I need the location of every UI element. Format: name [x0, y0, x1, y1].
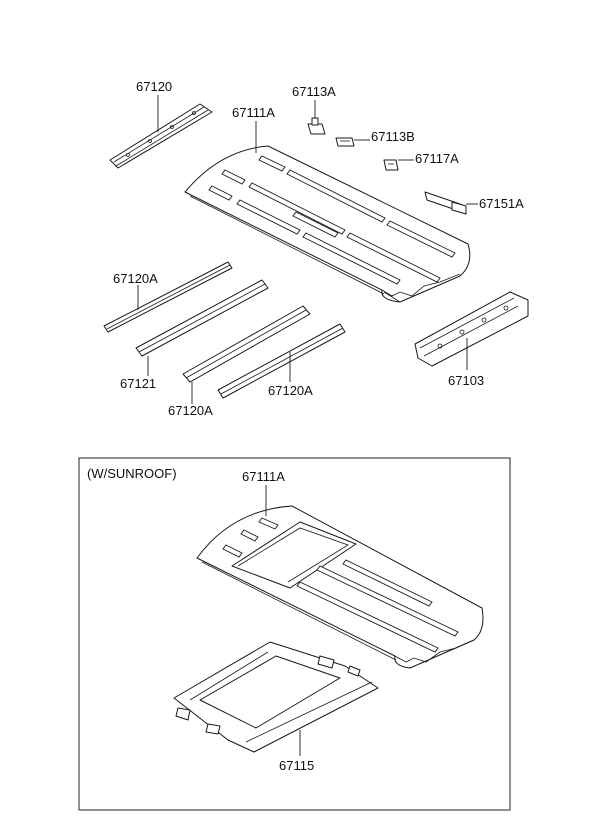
- roof-panel-slots: [208, 155, 456, 285]
- label-67121: 67121: [120, 376, 156, 391]
- sunroof-panel-slots: [222, 517, 459, 653]
- sunroof-frame-part: [173, 641, 379, 753]
- roof-panel-part: [184, 145, 471, 303]
- label-67120A-middle: 67120A: [168, 403, 213, 418]
- label-67117A: 67117A: [415, 151, 459, 166]
- roof-bow-67121-part: [135, 279, 269, 357]
- label-67111A-top: 67111A: [232, 105, 275, 120]
- front-roof-rail-part: [109, 103, 213, 169]
- label-67120A-left: 67120A: [113, 271, 158, 286]
- label-67120: 67120: [136, 79, 172, 94]
- label-67113B: 67113B: [371, 129, 415, 144]
- roof-bow-67120A-left-part: [103, 261, 233, 333]
- bracket-67151A-part: [424, 191, 467, 215]
- rear-roof-rail-part: [414, 291, 529, 367]
- roof-bow-67120A-middle-part: [182, 305, 311, 383]
- clip-67117A-part: [383, 159, 399, 171]
- sunroof-inset-title: (W/SUNROOF): [87, 466, 177, 481]
- label-67151A: 67151A: [479, 196, 524, 211]
- label-67120A-right: 67120A: [268, 383, 313, 398]
- label-67103: 67103: [448, 373, 484, 388]
- roof-panel-sunroof-part: [196, 505, 484, 669]
- clip-67113A-part: [307, 117, 326, 135]
- roof-bow-67120A-right-part: [217, 323, 346, 399]
- label-67111A-sunroof: 67111A: [242, 469, 285, 484]
- clip-67113B-part: [335, 137, 355, 147]
- label-67115: 67115: [279, 758, 314, 773]
- label-67113A: 67113A: [292, 84, 336, 99]
- sunroof-inset-frame: [78, 457, 511, 811]
